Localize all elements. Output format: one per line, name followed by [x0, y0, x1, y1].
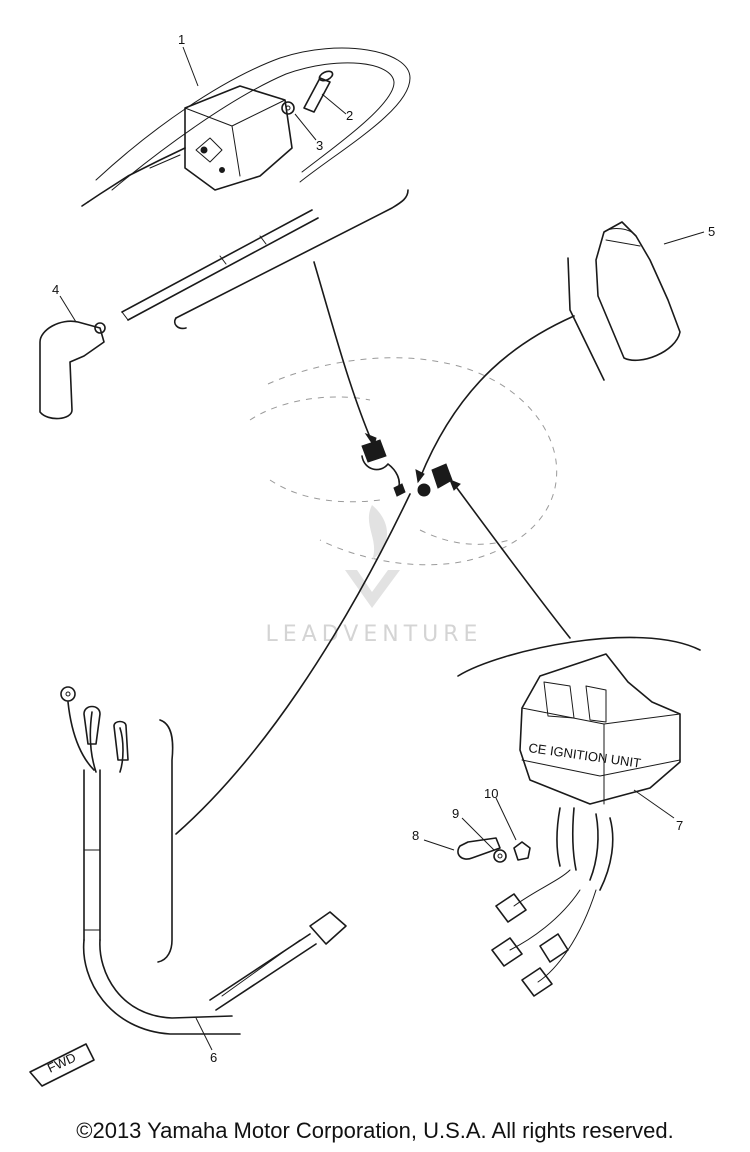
part-9-washer [461, 817, 507, 863]
part-1-magneto [81, 46, 293, 207]
callout-7: 7 [676, 818, 683, 833]
watermark-text: LEADVENTURE [266, 622, 483, 647]
part-4-plug-cap [39, 295, 106, 420]
callout-2: 2 [346, 108, 353, 123]
fwd-label: FWD [45, 1050, 78, 1076]
plug-lead [121, 209, 319, 321]
fwd-arrow: FWD [29, 1043, 95, 1087]
callout-10: 10 [484, 786, 498, 801]
callout-1: 1 [178, 32, 185, 47]
callout-5: 5 [708, 224, 715, 239]
part-10-nut [495, 797, 531, 861]
unit-label: CE IGNITION UNIT [528, 740, 642, 771]
callout-6: 6 [210, 1050, 217, 1065]
callout-8: 8 [412, 828, 419, 843]
connectors [361, 439, 453, 497]
frame-outline [249, 357, 558, 566]
part-2-screw [303, 70, 347, 115]
watermark-logo: LEADVENTURE [266, 505, 483, 647]
part-7-ignition-unit: CE IGNITION UNIT [457, 636, 701, 997]
part-1-outline [95, 47, 411, 330]
part-3-washer [281, 101, 317, 141]
callout-numbers: 1 2 3 4 5 6 7 8 9 10 [52, 32, 715, 1065]
connection-lines [175, 261, 575, 835]
part-5-ignition-coil [567, 221, 705, 381]
callout-3: 3 [316, 138, 323, 153]
copyright-notice: ©2013 Yamaha Motor Corporation, U.S.A. A… [76, 1118, 674, 1143]
part-8-bolt [423, 837, 501, 860]
part-6-wiring-harness [60, 686, 347, 1051]
callout-4: 4 [52, 282, 59, 297]
callout-9: 9 [452, 806, 459, 821]
